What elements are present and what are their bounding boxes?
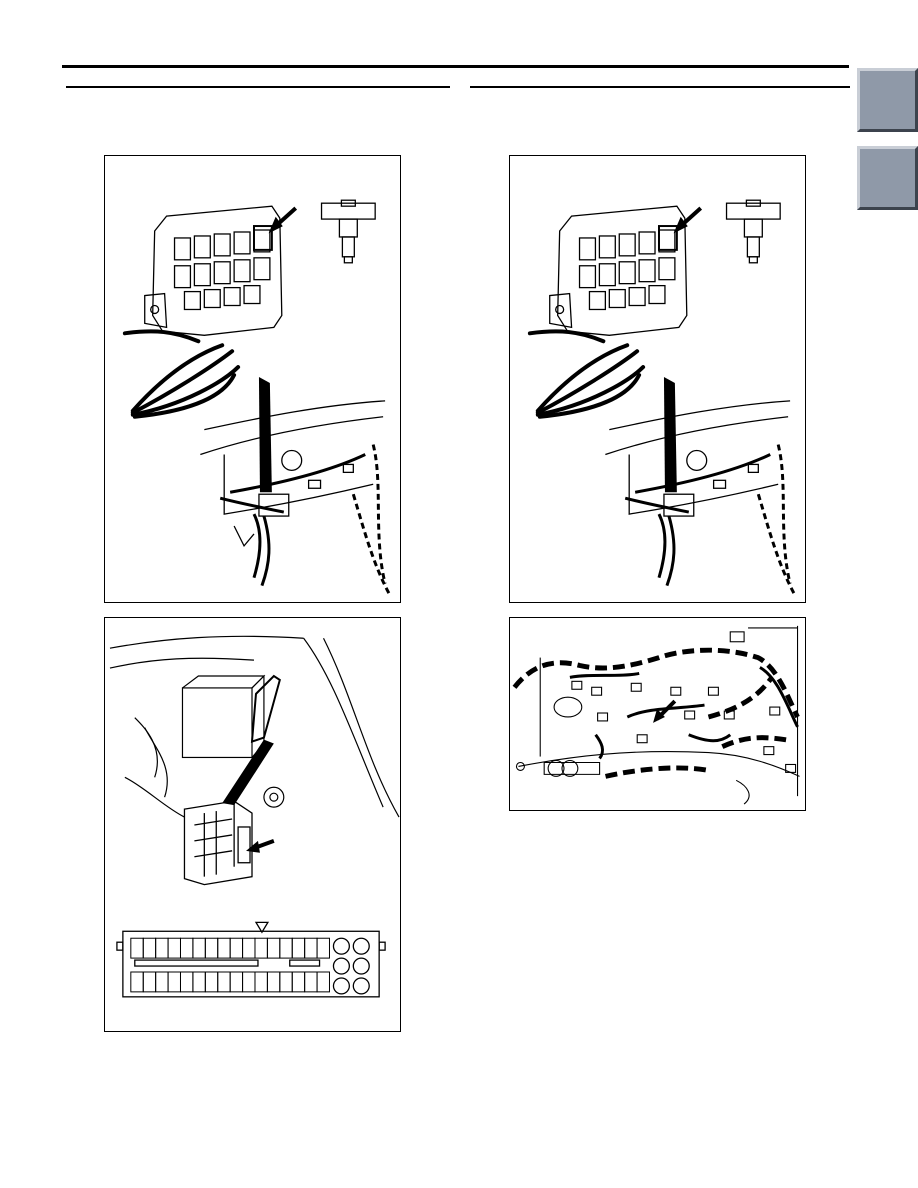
connector-pin — [155, 937, 169, 959]
connector-pin — [266, 937, 281, 959]
connector-pin — [167, 937, 181, 959]
connector-pin — [179, 937, 194, 959]
engine-harness-figure — [509, 617, 806, 811]
connector-pin — [279, 971, 293, 993]
ecu-connector-figure — [104, 617, 401, 1032]
connector-pin — [229, 971, 244, 993]
connector-pin — [254, 937, 268, 959]
connector-pin — [179, 971, 194, 993]
connector-pin — [142, 971, 157, 993]
connector-pin — [192, 971, 206, 993]
connector-pin — [242, 971, 256, 993]
connector-pin — [142, 937, 157, 959]
connector-pin — [204, 937, 219, 959]
connector-pin — [217, 937, 231, 959]
connector-pin — [242, 937, 256, 959]
section-rule-right — [470, 86, 850, 88]
connector-pin — [254, 971, 268, 993]
relay-location-diagram-icon — [527, 199, 796, 595]
section-tab-lower[interactable] — [857, 146, 918, 210]
connector-pin — [229, 937, 244, 959]
junction-block-figure-left — [104, 155, 401, 603]
connector-pin — [304, 937, 318, 959]
header-rule — [62, 65, 849, 68]
connector-face — [116, 921, 386, 998]
section-tab-upper[interactable] — [857, 68, 918, 132]
junction-block-figure-right — [509, 155, 806, 603]
ecu-connector-diagram-icon — [109, 635, 400, 998]
connector-pin — [217, 971, 231, 993]
connector-pin — [204, 971, 219, 993]
relay-location-diagram-icon — [122, 199, 391, 595]
connector-pin — [167, 971, 181, 993]
connector-pin — [266, 971, 281, 993]
section-rule-left — [66, 86, 450, 88]
connector-pin — [192, 937, 206, 959]
connector-pin — [130, 971, 144, 993]
connector-pin — [316, 937, 330, 959]
connector-pin — [155, 971, 169, 993]
connector-pin — [130, 937, 144, 959]
connector-pin — [304, 971, 318, 993]
harness-connector-diagram-icon — [512, 625, 800, 805]
connector-pin — [279, 937, 293, 959]
connector-pin — [291, 971, 306, 993]
connector-pin — [291, 937, 306, 959]
connector-pin — [316, 971, 330, 993]
